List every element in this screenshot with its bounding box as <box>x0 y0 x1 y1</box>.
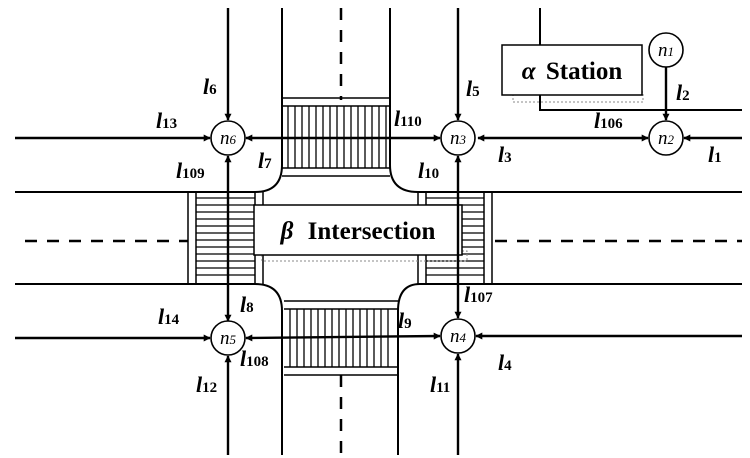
label-l108: l108 <box>240 346 269 371</box>
label-l4: l4 <box>498 350 512 375</box>
station-boundary <box>539 8 742 111</box>
intersection-greek: β <box>280 218 294 245</box>
label-l14: l14 <box>158 304 180 329</box>
label-l2: l2 <box>676 80 690 105</box>
intersection-box: β Intersection <box>253 204 468 262</box>
label-l13: l13 <box>156 108 177 133</box>
svg-text:β Intersection: β Intersection <box>280 218 436 245</box>
svg-text:α Station: α Station <box>522 58 623 85</box>
svg-text:n1: n1 <box>658 40 674 61</box>
label-l109: l109 <box>176 158 205 183</box>
label-l9: l9 <box>398 308 412 333</box>
label-l106: l106 <box>594 108 623 133</box>
svg-text:n5: n5 <box>220 328 237 349</box>
road-edges <box>15 8 742 455</box>
svg-text:n6: n6 <box>220 128 237 149</box>
label-l5: l5 <box>466 76 480 101</box>
label-l10: l10 <box>418 158 439 183</box>
node-n4: n4 <box>440 318 476 354</box>
node-n1: n1 <box>648 32 684 68</box>
links <box>15 8 742 455</box>
station-greek: α <box>522 58 537 85</box>
lane-dashes <box>25 8 742 455</box>
node-n3: n3 <box>440 120 476 156</box>
label-l107: l107 <box>464 282 493 307</box>
label-l6: l6 <box>203 74 217 99</box>
node-n5: n5 <box>210 320 246 356</box>
label-l1: l1 <box>708 142 722 167</box>
road-edge-bottom-right <box>397 283 742 455</box>
intersection-label: Intersection <box>308 218 436 245</box>
crosswalk-west <box>187 192 264 284</box>
label-l12: l12 <box>196 372 217 397</box>
label-l110: l110 <box>394 106 422 131</box>
road-edge-top-left <box>15 8 283 193</box>
svg-text:n2: n2 <box>658 128 675 149</box>
road-edge-top-right <box>389 8 742 193</box>
station-box: α Station <box>501 44 644 103</box>
link-l9-l108 <box>245 332 441 342</box>
svg-text:n3: n3 <box>450 128 467 149</box>
node-n6: n6 <box>210 120 246 156</box>
label-l11: l11 <box>430 372 450 397</box>
label-l8: l8 <box>240 292 254 317</box>
link-labels: l1 l2 l3 l4 l5 l6 l7 l8 l9 l10 l11 l12 l… <box>156 74 722 397</box>
label-l7: l7 <box>258 148 272 173</box>
node-n2: n2 <box>648 120 684 156</box>
road-edge-bottom-left <box>15 283 283 455</box>
svg-text:n4: n4 <box>450 326 467 347</box>
station-label: Station <box>546 58 623 85</box>
label-l3: l3 <box>498 142 512 167</box>
